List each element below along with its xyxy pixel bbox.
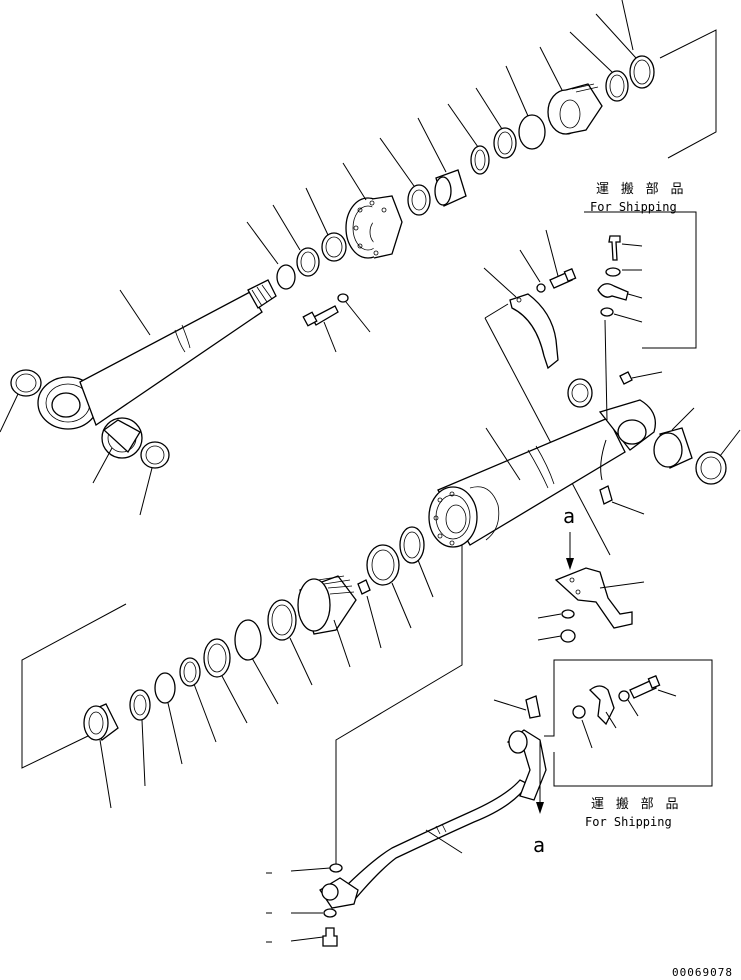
rod-eye-dust-seal [140, 441, 170, 469]
shipping-box-upper-jp: 運 搬 部 品 [596, 182, 685, 197]
head-washer [337, 293, 349, 303]
lower-shipping-bolt [629, 679, 657, 699]
buffer-ring [296, 247, 320, 277]
shipping-bolt [608, 235, 621, 261]
lower-shipping-washer [618, 690, 630, 702]
hose-elbow-upper [506, 729, 547, 801]
rod-packing [470, 145, 490, 175]
rod-eye-hole [51, 392, 81, 418]
piston-wear-ring [605, 70, 629, 102]
pipe-clamp-upper [483, 229, 611, 556]
view-marker-a-upper: a [563, 504, 575, 528]
o-ring-upper [518, 114, 546, 150]
flange-o-ring [329, 863, 343, 873]
leader-lines-upper [0, 0, 717, 516]
cylinder-tube-assembly [428, 319, 741, 548]
tube-eye-hole [617, 419, 647, 445]
view-marker-a-lower: a [533, 833, 545, 857]
tube-seal-left [567, 378, 593, 408]
shipping-box-lower-en: For Shipping [585, 815, 672, 829]
shipping-spacer [600, 307, 614, 317]
tube-dust-seal [695, 451, 727, 485]
snap-ring [276, 264, 296, 290]
piston-rod [79, 291, 263, 427]
hose-bracket-assembly: a [537, 504, 645, 643]
flange-washer [323, 908, 337, 918]
hose-assembly: a [266, 545, 547, 947]
shipping-box-lower-jp: 運 搬 部 品 [591, 797, 680, 812]
set-screw [357, 579, 371, 595]
flange-bolt [322, 927, 338, 947]
hydraulic-hose [338, 779, 529, 899]
shipping-box-lower: 運 搬 部 品 For Shipping [544, 659, 713, 829]
grease-fitting [619, 371, 633, 385]
clamp-washer [536, 283, 546, 293]
lower-parts-row [21, 526, 434, 809]
o-ring-lower [154, 672, 176, 704]
pipe-clamp-bracket [509, 293, 559, 370]
hose-bracket [554, 567, 633, 629]
rod-assembly [10, 55, 655, 469]
bracket-washer [561, 609, 575, 619]
bracket-nut [560, 629, 576, 643]
rod-seal [493, 127, 517, 159]
head-ring-1 [407, 184, 431, 216]
shipping-clamp [597, 283, 629, 301]
shipping-box-upper-en: For Shipping [590, 200, 677, 214]
drawing-number: 00069078 [672, 966, 733, 979]
shipping-box-upper: 運 搬 部 品 For Shipping [584, 182, 697, 349]
elbow-fitting [599, 485, 613, 505]
lower-shipping-spacer [572, 705, 586, 719]
lower-ring-6 [129, 689, 151, 721]
lower-ring-3 [234, 619, 262, 661]
shipping-washer [605, 267, 621, 277]
hose-clip [525, 695, 541, 719]
lower-ring-5 [179, 657, 201, 687]
